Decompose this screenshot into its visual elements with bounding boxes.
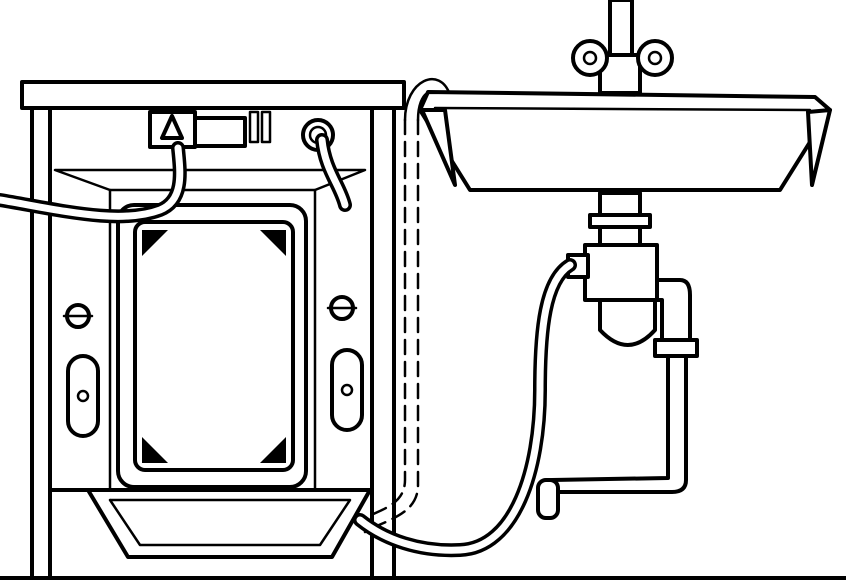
faucet-spout xyxy=(608,0,634,62)
trap-bend xyxy=(653,278,692,352)
bracket-right xyxy=(806,108,832,187)
trap-bowl xyxy=(598,298,657,347)
machine-top-panel xyxy=(20,80,406,110)
pipe-nut xyxy=(588,213,652,229)
trap-body xyxy=(583,243,659,302)
machine-right-side xyxy=(370,98,396,580)
basin-rim xyxy=(433,106,812,112)
knob-center xyxy=(582,50,598,66)
inlet-hose-inner xyxy=(0,144,184,220)
faucet-knob-left xyxy=(571,39,609,77)
trap-nut xyxy=(653,338,699,358)
corner-bracket xyxy=(260,230,286,256)
corner-bracket xyxy=(260,437,286,463)
sink xyxy=(418,0,832,192)
machine-left-side xyxy=(30,98,52,580)
sink-basin xyxy=(418,90,832,192)
terminal xyxy=(260,110,272,144)
slot-right xyxy=(330,348,364,432)
faucet-knob-right xyxy=(636,39,674,77)
bracket-left xyxy=(420,108,457,187)
corner-bracket xyxy=(142,437,168,463)
bottom-plinth xyxy=(86,488,372,559)
hose-hook xyxy=(403,77,452,122)
outlet-pipe xyxy=(550,348,688,494)
valve-body xyxy=(193,116,247,148)
slot-hole xyxy=(76,389,90,403)
plinth-inner xyxy=(108,498,352,547)
valve-arrow xyxy=(160,114,184,140)
corner-bracket xyxy=(142,230,168,256)
slot-left xyxy=(66,354,100,438)
terminal xyxy=(248,110,260,144)
outlet-end xyxy=(536,478,560,520)
drum-opening xyxy=(133,220,295,472)
drain-hose-inner xyxy=(356,261,574,554)
knob-center xyxy=(647,50,663,66)
slot-hole xyxy=(340,383,354,397)
washing-machine xyxy=(20,80,406,580)
siphon-trap xyxy=(536,191,699,520)
internal-drain-hose-inner xyxy=(318,136,349,209)
